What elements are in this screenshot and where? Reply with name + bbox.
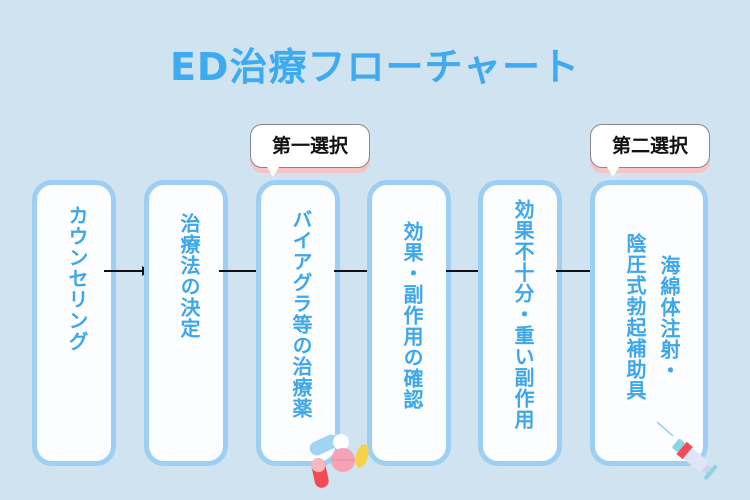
step-label: 効果・副作用の確認 xyxy=(400,221,424,410)
step-insufficient-effect: 効果不十分・重い副作用 xyxy=(478,180,562,466)
pills-icon xyxy=(309,434,369,488)
arrow-1 xyxy=(104,266,150,276)
page-title: ED治療フローチャート xyxy=(169,45,581,89)
step-second-line: 海綿体注射・ 陰圧式勃起補助具 xyxy=(590,180,708,466)
callout-first-choice: 第一選択 xyxy=(250,124,370,177)
syringe-icon xyxy=(656,421,718,480)
callout-second-choice: 第二選択 xyxy=(590,124,710,177)
step-label-line2: 陰圧式勃起補助具 xyxy=(623,233,647,401)
step-label: カウンセリング xyxy=(65,205,89,352)
step-decide-treatment: 治療法の決定 xyxy=(144,180,228,466)
step-label-line1: 海綿体注射・ xyxy=(657,255,681,381)
step-counseling: カウンセリング xyxy=(32,180,116,466)
step-label: 効果不十分・重い副作用 xyxy=(511,199,535,430)
step-label: バイアグラ等の治療薬 xyxy=(289,209,313,419)
step-medication: バイアグラ等の治療薬 xyxy=(256,180,340,466)
step-check-effects: 効果・副作用の確認 xyxy=(367,180,451,466)
step-label: 治療法の決定 xyxy=(177,213,201,339)
